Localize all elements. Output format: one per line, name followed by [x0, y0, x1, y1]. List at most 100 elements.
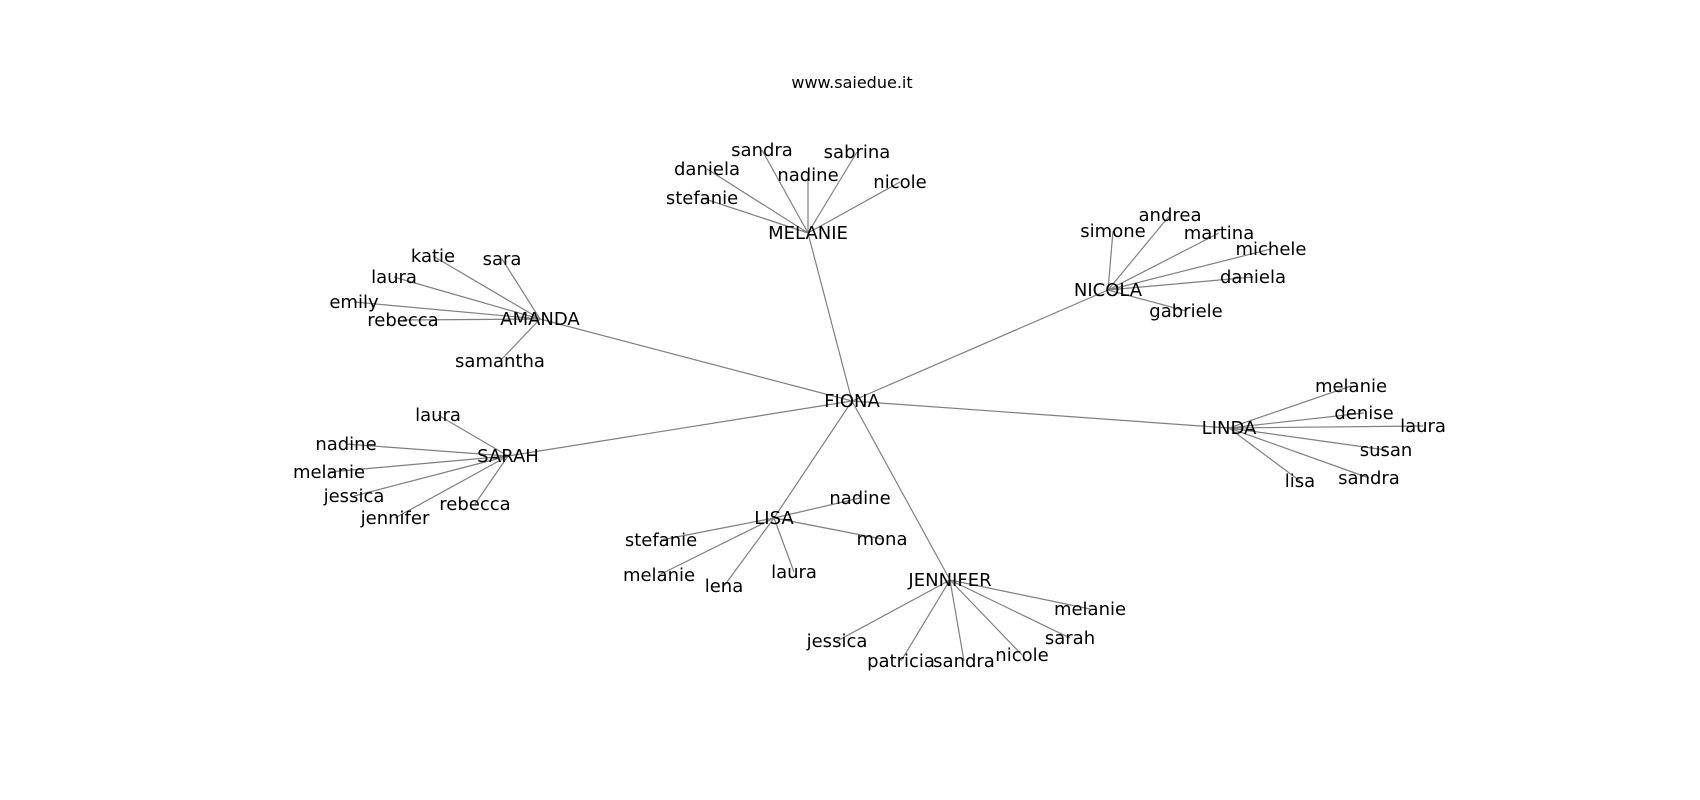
leaf-node-label: melanie: [293, 462, 365, 483]
edge-amanda-rebecca: [402, 318, 541, 321]
labels-layer: FIONA MELANIE sandra sabrina daniela nadine ni…: [293, 140, 1446, 672]
edge-lisa-lena: [723, 517, 775, 587]
leaf-node-label: jessica: [323, 486, 385, 507]
leaf-node-label: sandra: [1338, 468, 1400, 489]
edge-jennifer-melanie: [949, 579, 1091, 610]
hub-node-label: LINDA: [1202, 418, 1257, 439]
edge-nicola-andrea: [1107, 214, 1171, 291]
leaf-node-label: sabrina: [824, 142, 891, 163]
edge-sarah-rebecca: [474, 455, 509, 505]
edge-root-sarah: [507, 400, 853, 457]
leaf-node-label: lisa: [1285, 471, 1315, 492]
edge-lisa-nadine: [773, 497, 861, 519]
root-node-label: FIONA: [824, 391, 880, 412]
edge-linda-denise: [1228, 412, 1365, 429]
leaf-node-label: susan: [1360, 440, 1413, 461]
leaf-node-label: rebecca: [439, 494, 510, 515]
edge-nicola-martina: [1107, 232, 1220, 291]
edge-melanie-stefanie: [701, 197, 809, 234]
leaf-node-label: daniela: [674, 159, 740, 180]
edge-sarah-jennifer: [394, 455, 509, 519]
leaf-node-label: gabriele: [1149, 301, 1222, 322]
edge-jennifer-jessica: [836, 579, 951, 642]
edge-amanda-emily: [353, 301, 541, 320]
leaf-node-label: sandra: [731, 140, 793, 161]
edge-nicola-simone: [1107, 230, 1114, 291]
edge-sarah-melanie: [328, 455, 509, 473]
edge-nicola-michele: [1107, 248, 1272, 291]
edge-jennifer-patricia: [900, 579, 951, 662]
edge-amanda-samantha: [499, 318, 541, 362]
hub-node-label: AMANDA: [500, 309, 580, 330]
leaf-node-label: rebecca: [367, 310, 438, 331]
leaf-node-label: nadine: [777, 165, 838, 186]
edge-lisa-mona: [773, 517, 883, 540]
leaf-node-label: melanie: [1315, 376, 1387, 397]
site-title: www.saiedue.it: [791, 73, 912, 92]
leaf-node-label: melanie: [1054, 599, 1126, 620]
edge-linda-melanie: [1228, 385, 1352, 429]
leaf-node-label: katie: [411, 246, 455, 267]
edge-root-linda: [851, 400, 1230, 429]
leaf-node-label: stefanie: [625, 530, 697, 551]
edge-root-amanda: [539, 318, 853, 402]
leaf-node-label: daniela: [1220, 267, 1286, 288]
edge-jennifer-sandra: [949, 579, 965, 662]
hub-node-label: SARAH: [477, 446, 539, 467]
leaf-node-label: samantha: [455, 351, 545, 372]
leaf-node-label: nicole: [995, 645, 1048, 666]
edge-lisa-laura: [773, 517, 795, 573]
edge-sarah-nadine: [345, 443, 509, 457]
leaf-node-label: sarah: [1045, 628, 1095, 649]
edge-linda-susan: [1228, 427, 1387, 451]
leaf-node-label: laura: [771, 562, 817, 583]
leaf-node-label: andrea: [1139, 205, 1202, 226]
edge-amanda-laura: [393, 276, 541, 320]
hub-node-label: MELANIE: [768, 223, 848, 244]
edge-jennifer-sarah: [949, 579, 1071, 639]
leaf-node-label: mona: [857, 529, 908, 550]
leaf-node-label: jessica: [806, 631, 868, 652]
edge-linda-sandra: [1228, 427, 1370, 479]
leaf-node-label: patricia: [867, 651, 935, 672]
edge-lisa-stefanie: [660, 517, 775, 541]
edge-melanie-sandra: [761, 149, 809, 234]
hub-node-label: JENNIFER: [907, 570, 991, 591]
leaf-node-label: sandra: [933, 651, 995, 672]
leaf-node-label: stefanie: [666, 188, 738, 209]
edge-melanie-daniela: [706, 168, 809, 234]
edge-linda-lisa: [1228, 427, 1301, 482]
edge-linda-laura: [1228, 425, 1424, 429]
leaf-node-label: sara: [483, 249, 522, 270]
edge-amanda-katie: [432, 255, 541, 320]
leaf-node-label: jennifer: [360, 508, 430, 529]
edge-melanie-nicole: [807, 181, 901, 234]
hub-node-label: NICOLA: [1074, 280, 1143, 301]
leaf-node-label: simone: [1080, 221, 1145, 242]
edge-jennifer-nicole: [949, 579, 1023, 656]
edge-nicola-daniela: [1107, 276, 1254, 291]
leaf-node-label: laura: [371, 267, 417, 288]
leaf-node-label: laura: [1400, 416, 1446, 437]
edge-melanie-sabrina: [807, 151, 858, 234]
edge-root-lisa: [773, 400, 853, 519]
edge-sarah-jessica: [353, 455, 509, 497]
leaf-node-label: lena: [705, 576, 744, 597]
leaf-node-label: emily: [329, 292, 379, 313]
edge-nicola-gabriele: [1107, 289, 1187, 312]
edge-root-nicola: [851, 289, 1109, 402]
hub-node-label: LISA: [754, 508, 794, 529]
leaf-node-label: martina: [1184, 223, 1254, 244]
leaf-node-label: nicole: [873, 172, 926, 193]
edge-root-melanie: [807, 232, 853, 402]
leaf-node-label: laura: [415, 405, 461, 426]
edge-sarah-laura: [437, 414, 509, 457]
leaf-node-label: nadine: [829, 488, 890, 509]
leaf-node-label: michele: [1236, 239, 1307, 260]
edge-root-jennifer: [851, 400, 951, 581]
edge-amanda-sara: [501, 258, 541, 320]
edges-layer: [328, 149, 1424, 662]
edge-lisa-melanie: [658, 517, 775, 576]
leaf-node-label: nadine: [315, 434, 376, 455]
